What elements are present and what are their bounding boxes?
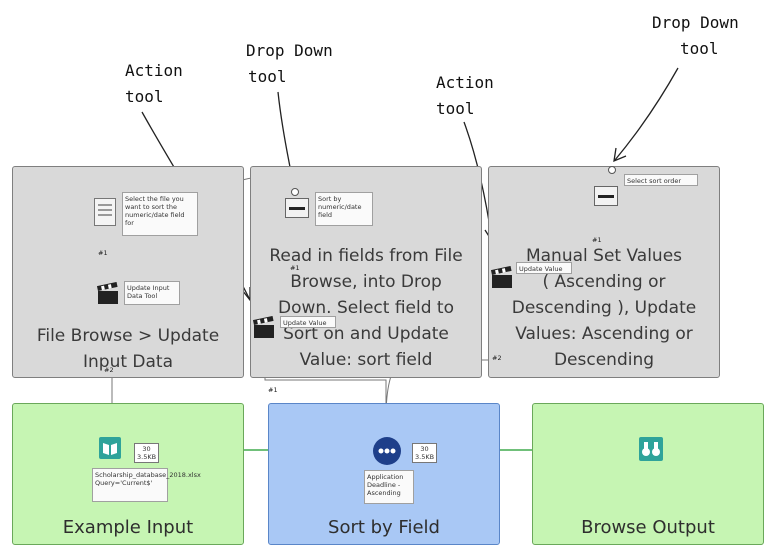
connector-label-c1: #1 xyxy=(98,249,108,257)
panel-manual-values-text: Manual Set Values ( Ascending or Descend… xyxy=(511,246,697,370)
browse-binoculars-icon[interactable] xyxy=(638,436,664,462)
annotation-drop-down-1: Drop Down tool xyxy=(246,41,333,86)
update-input-note: Update Input Data Tool xyxy=(124,281,180,305)
annotation-action-1: Action tool xyxy=(125,61,183,106)
sort-tool-note: Application Deadline - Ascending xyxy=(364,470,414,504)
input-record-badge: 30 3.5KB xyxy=(134,443,160,463)
update-input-action-icon[interactable] xyxy=(96,282,120,306)
sort-tool-icon[interactable] xyxy=(372,436,402,466)
annotation-drop-down-2: Drop Down tool xyxy=(652,13,739,58)
update-value-note-1: Update Value xyxy=(280,316,336,328)
update-value-note-2: Update Value xyxy=(516,262,572,274)
sort-order-drop-down-icon[interactable] xyxy=(594,186,618,206)
annotation-action-2: Action tool xyxy=(436,73,494,118)
connector-label-c2: #1 xyxy=(290,264,300,272)
drop-down-anchor xyxy=(291,188,299,196)
sort-by-note: Sort by numeric/date field xyxy=(315,192,373,226)
arrow-drop-down-2 xyxy=(614,67,679,161)
update-value-action-icon-1[interactable] xyxy=(252,316,276,340)
connector-label-c6: #1 xyxy=(268,386,278,394)
connector-label-c3: #2 xyxy=(104,366,114,374)
file-browse-icon[interactable] xyxy=(94,198,116,226)
file-browse-note: Select the file you want to sort the num… xyxy=(122,192,198,236)
panel-example-input-title: Example Input xyxy=(62,517,194,538)
update-value-action-icon-2[interactable] xyxy=(490,266,514,290)
panel-sort-by-field-title: Sort by Field xyxy=(328,517,440,538)
input-data-book-icon[interactable] xyxy=(98,436,122,460)
panel-drop-down-fields-text: Read in fields from File Browse, into Dr… xyxy=(269,246,463,370)
connector-label-c5: #2 xyxy=(492,354,502,362)
panel-file-browse-text: File Browse > Update Input Data xyxy=(36,326,220,372)
select-sort-note: Select sort order xyxy=(624,174,698,186)
connector-label-c4: #1 xyxy=(592,236,602,244)
panel-browse-output[interactable]: Browse Output xyxy=(532,403,764,545)
sort-drop-down-icon[interactable] xyxy=(285,198,309,218)
sort-record-badge: 30 3.5KB xyxy=(412,443,438,463)
panel-browse-output-title: Browse Output xyxy=(581,517,715,538)
drop-down-anchor-2 xyxy=(608,166,616,174)
input-file-note: Scholarship_database_2018.xlsx Query='Cu… xyxy=(92,468,201,502)
